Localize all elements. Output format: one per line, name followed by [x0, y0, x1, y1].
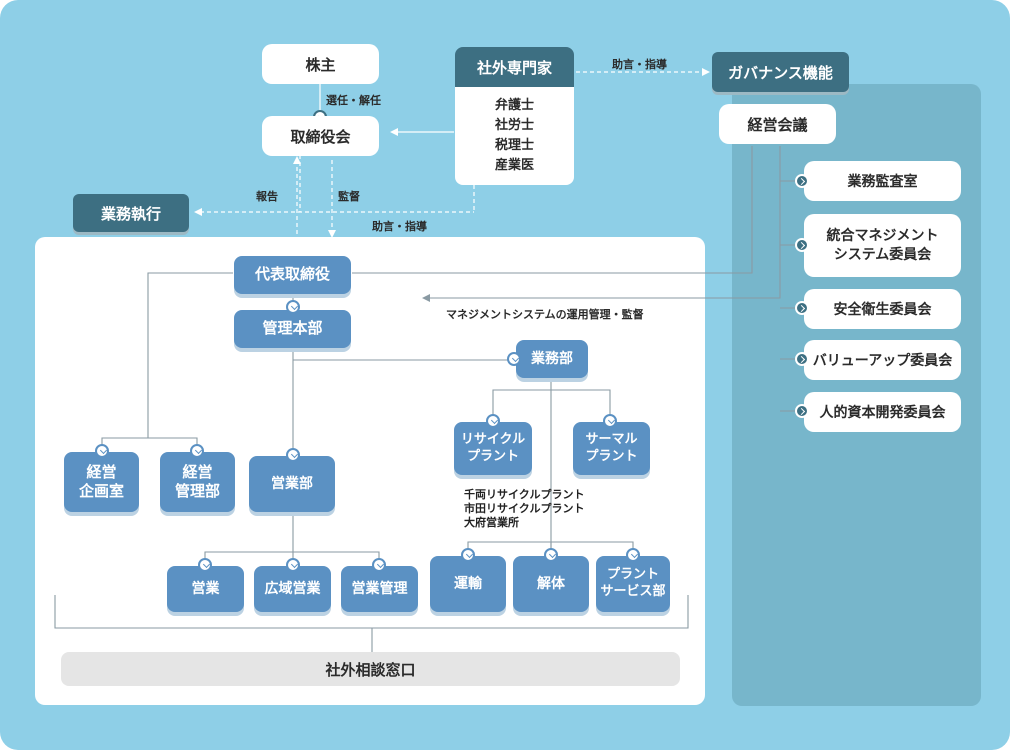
- right-arrow-icon: [795, 174, 809, 188]
- down-arrow-icon: [486, 414, 500, 428]
- location-senryo: 千両リサイクルプラント: [464, 488, 585, 501]
- down-arrow-icon: [286, 300, 300, 314]
- business-execution-box: 業務執行: [73, 194, 189, 232]
- shareholders-box: 株主: [262, 44, 379, 84]
- right-arrow-icon: [795, 238, 809, 252]
- ceo-box: 代表取締役: [234, 256, 351, 294]
- right-arrow-icon: [507, 352, 521, 366]
- integrated-ms-committee-box: 統合マネジメント システム委員会: [804, 214, 961, 277]
- ceo-to-council: [352, 146, 753, 274]
- regional-sales-box: 広域営業: [254, 566, 331, 612]
- down-arrow-icon: [95, 444, 109, 458]
- safety-health-committee-box: 安全衛生委員会: [804, 289, 961, 329]
- exec-advice-label: 助言・指導: [372, 220, 427, 233]
- down-arrow-icon: [198, 558, 212, 572]
- external-experts-title: 社外専門家: [455, 47, 574, 87]
- ms-supervision-label: マネジメントシステムの運用管理・監督: [446, 308, 644, 321]
- down-arrow-icon: [190, 444, 204, 458]
- arrow-supervise: [328, 230, 336, 238]
- report-label: 報告: [256, 190, 278, 203]
- sales-dept-box: 営業部: [249, 456, 335, 512]
- right-arrow-icon: [795, 352, 809, 366]
- down-arrow-icon: [603, 414, 617, 428]
- expert-labor-consultant: 社労士: [494, 118, 534, 133]
- arrow-report: [293, 156, 301, 164]
- supervise-label: 監督: [338, 190, 360, 203]
- management-council-box: 経営会議: [719, 104, 836, 144]
- governance-to-ms-arrow: [428, 146, 781, 299]
- down-arrow-icon: [544, 548, 558, 562]
- recycle-plant-box: リサイクル プラント: [454, 422, 532, 475]
- admin-hq-box: 管理本部: [234, 310, 351, 348]
- down-arrow-icon: [286, 448, 300, 462]
- right-arrow-icon: [795, 404, 809, 418]
- board-box: 取締役会: [262, 116, 379, 156]
- down-arrow-icon: [286, 558, 300, 572]
- ceo-to-mgmt-branch: [147, 272, 233, 438]
- down-arrow-icon: [372, 558, 386, 572]
- governance-advice-label: 助言・指導: [612, 58, 667, 71]
- down-arrow-icon: [626, 548, 640, 562]
- human-capital-committee-box: 人的資本開発委員会: [804, 392, 961, 432]
- sales-box: 営業: [167, 566, 244, 612]
- arrow-board: [390, 128, 398, 136]
- external-experts-list: 弁護士 社労士 税理士 産業医: [455, 87, 574, 185]
- right-arrow-icon: [795, 301, 809, 315]
- arrow-governance: [702, 68, 710, 76]
- expert-tax-accountant: 税理士: [494, 138, 534, 153]
- internal-audit-box: 業務監査室: [804, 161, 961, 201]
- mgmt-admin-box: 経営 管理部: [160, 452, 235, 512]
- value-up-committee-box: バリューアップ委員会: [804, 340, 961, 380]
- down-arrow-icon: [461, 548, 475, 562]
- arrow-exec: [194, 208, 202, 216]
- thermal-plant-box: サーマル プラント: [573, 422, 650, 475]
- expert-industrial-physician: 産業医: [494, 158, 534, 173]
- location-ichida: 市田リサイクルプラント: [464, 502, 585, 515]
- dismantling-box: 解体: [513, 556, 589, 612]
- transport-box: 運輸: [430, 556, 506, 612]
- location-obu: 大府営業所: [464, 516, 519, 529]
- business-dept-box: 業務部: [516, 340, 588, 378]
- governance-title: ガバナンス機能: [712, 52, 849, 92]
- plant-locations: 千両リサイクルプラント 市田リサイクルプラント 大府営業所: [464, 488, 584, 530]
- elect-dismiss-label: 選任・解任: [326, 94, 381, 107]
- sales-mgmt-box: 営業管理: [341, 566, 418, 612]
- plant-service-box: プラント サービス部: [596, 556, 670, 612]
- mgmt-planning-box: 経営 企画室: [64, 452, 139, 512]
- external-consultation-box: 社外相談窓口: [61, 652, 680, 686]
- expert-lawyer: 弁護士: [494, 98, 534, 113]
